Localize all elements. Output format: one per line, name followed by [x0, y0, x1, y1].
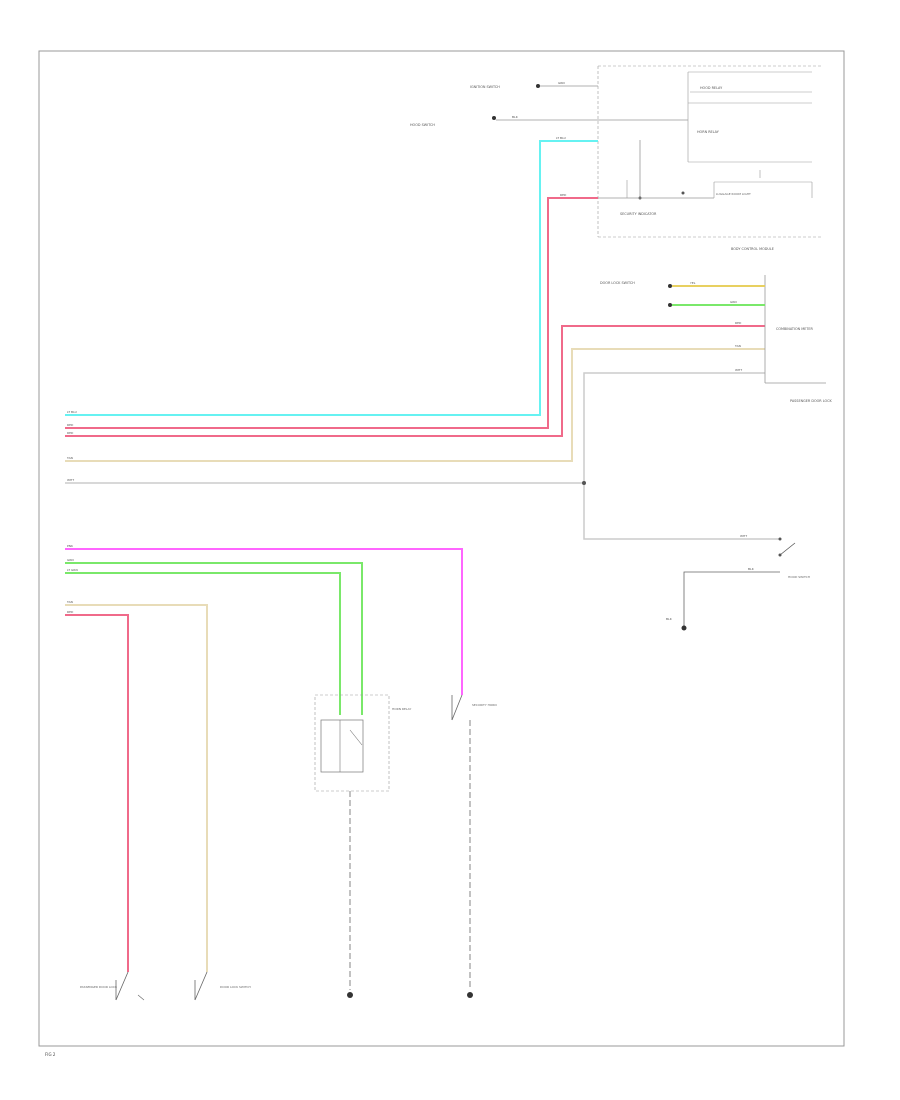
luggage-label: LUGGAGE ROOM LIGHT: [716, 192, 751, 196]
wire-label-tan: TAN: [66, 456, 73, 460]
wire-wht-down: [583, 483, 780, 540]
wire-label-wht-switch: WHT: [740, 534, 747, 538]
horn-relay-label: HORN RELAY: [697, 130, 720, 134]
wire-lt-blu: [65, 140, 598, 416]
wire-grn-2: [65, 572, 341, 715]
wire-label-red-top: RED: [560, 193, 567, 197]
right-switch: BLK BLK HOOD SWITCH: [666, 537, 810, 631]
wire-label-red-lower: RED: [67, 610, 74, 614]
wire-red-lower: [65, 614, 129, 972]
wire-label-lt-blu-top: LT BLU: [556, 136, 566, 140]
door-lock-lower-label: DOOR LOCK SWITCH: [220, 985, 251, 989]
hood-relay-label: HOOD RELAY: [700, 86, 723, 90]
hood-label: HOOD SWITCH: [410, 123, 435, 127]
wire-label-pnk: PNK: [67, 544, 74, 548]
wire-label-lt-blu: LT BLU: [67, 410, 77, 414]
wire-pnk: [65, 548, 463, 695]
wire-label-blk-top: BLK: [512, 115, 519, 119]
bottom-left-switch-2: DOOR LOCK SWITCH: [194, 971, 251, 1001]
wire-label-grn-meter: GRN: [730, 300, 737, 304]
wire-label-blk-switch: BLK: [748, 567, 755, 571]
security-label: SECURITY INDICATOR: [620, 212, 657, 216]
wire-grn-1: [65, 562, 363, 715]
wire-label-wht: WHT: [67, 478, 74, 482]
wire-red-2: [65, 325, 765, 437]
door-lock-label: DOOR LOCK SWITCH: [600, 281, 635, 285]
body-control-label: BODY CONTROL MODULE: [731, 247, 774, 251]
combination-meter: COMBINATION METER PASSENGER DOOR LOCK: [764, 275, 833, 403]
body-control-module: HOOD RELAY HORN RELAY LUGGAGE ROOM LIGHT…: [597, 65, 822, 251]
wire-label-grn-1: GRN: [67, 558, 74, 562]
wire-label-tan-meter: TAN: [734, 344, 741, 348]
wire-tan-lower: [65, 604, 208, 972]
wire-label-wht-meter: WHT: [735, 368, 742, 372]
wire-label-tan-lower: TAN: [66, 600, 73, 604]
horn-relay-block: HORN RELAY: [314, 694, 411, 998]
page-number: FIG 2: [45, 1052, 56, 1057]
wire-label-grn-top: GRN: [558, 81, 565, 85]
combination-label: COMBINATION METER: [776, 327, 814, 331]
passenger-door-lower-label: PASSENGER DOOR LOCK: [80, 985, 118, 989]
wire-label-yel: YEL: [690, 281, 696, 285]
wire-label-red-meter: RED: [735, 321, 742, 325]
security-horn-block: SECURITY HORN: [451, 694, 497, 998]
wire-tan: [65, 348, 765, 462]
passenger-door-label: PASSENGER DOOR LOCK: [790, 399, 833, 403]
bottom-left-switch-1: PASSENGER DOOR LOCK: [80, 971, 145, 1001]
diagram-border: [38, 50, 845, 1047]
wire-label-red-2: RED: [67, 431, 74, 435]
wire-label-blk-ground: BLK: [666, 617, 673, 621]
wire-label-red-1: RED: [67, 423, 74, 427]
switch-label: HOOD SWITCH: [788, 575, 810, 579]
horn-relay-block-label: HORN RELAY: [392, 707, 411, 711]
wire-label-lt-grn: LT GRN: [67, 568, 78, 572]
ignition-label: IGNITION SWITCH: [470, 85, 500, 89]
wire-red-1: [65, 197, 598, 429]
wire-wht-up: [583, 372, 765, 483]
security-horn-label: SECURITY HORN: [472, 703, 497, 707]
